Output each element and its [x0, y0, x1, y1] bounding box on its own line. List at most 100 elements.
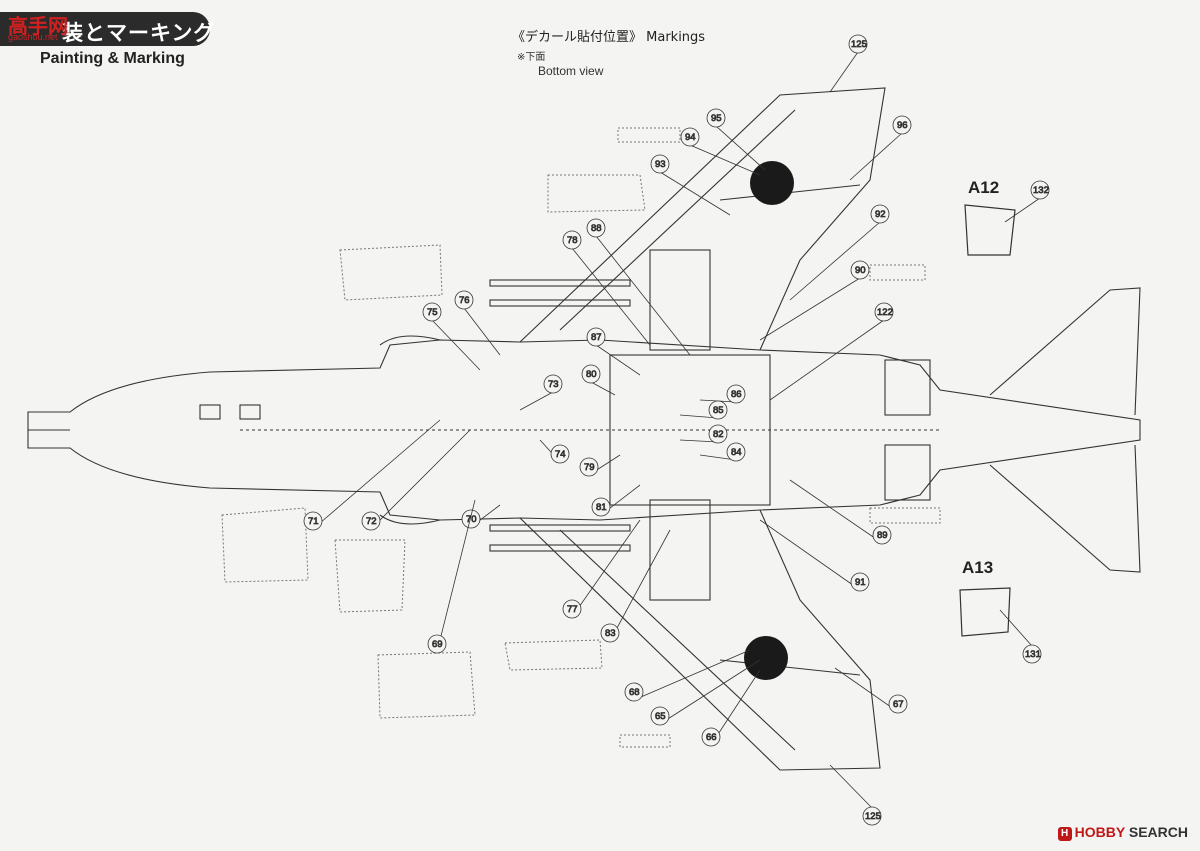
callout-79: 79: [579, 454, 621, 477]
markings-title: 《デカール貼付位置》 Markings: [512, 30, 706, 45]
decal-sheet: [221, 507, 309, 583]
callout-number: 83: [605, 628, 616, 639]
callout-96: 96: [849, 115, 912, 181]
callout-132: 132: [1004, 180, 1050, 223]
lower-wing-outline: [519, 509, 881, 771]
decal-sheet: [377, 651, 476, 719]
callout-number: 73: [548, 379, 559, 390]
callout-number: 92: [875, 209, 886, 220]
callout-number: 82: [713, 429, 724, 440]
header-title-jp: 装とマーキング: [62, 21, 216, 45]
callout-number: 68: [629, 687, 640, 698]
callout-number: 79: [584, 462, 595, 473]
callout-69: 69: [427, 499, 476, 654]
callout-number: 80: [586, 369, 597, 380]
callout-82: 82: [679, 424, 728, 444]
brand-red-text: HOBBY: [1074, 824, 1125, 840]
callout-number: 122: [877, 307, 893, 318]
callout-number: 81: [596, 502, 607, 513]
callout-number: 70: [466, 514, 477, 525]
callout-85: 85: [679, 400, 728, 420]
callout-number: 88: [591, 223, 602, 234]
callout-number: 65: [655, 711, 666, 722]
part-label-a12: A12: [968, 178, 1000, 197]
decal-sheet: [869, 507, 941, 524]
lower-tailplane: [989, 444, 1141, 573]
callout-83: 83: [600, 529, 671, 643]
callout-88: 88: [586, 218, 691, 356]
missile-lower: [489, 544, 631, 552]
callout-70: 70: [461, 504, 501, 529]
callout-number: 89: [877, 530, 888, 541]
callout-number: 87: [591, 332, 602, 343]
callout-125-top: 125: [829, 34, 868, 93]
part-a12-shape: [964, 204, 1016, 256]
callout-76: 76: [454, 290, 501, 356]
callout-number: 125: [851, 39, 867, 50]
callout-71: 71: [303, 419, 441, 531]
roundel-lower: [744, 636, 788, 680]
callout-number: 69: [432, 639, 443, 650]
callout-131: 131: [999, 609, 1042, 664]
callout-number: 76: [459, 295, 470, 306]
upper-wing-outline: [519, 87, 886, 351]
part-label-a13: A13: [962, 558, 994, 577]
callout-72: 72: [361, 429, 471, 531]
callout-number: 74: [555, 449, 566, 460]
callout-91: 91: [759, 519, 870, 592]
callout-73: 73: [519, 374, 563, 411]
missile-upper: [489, 299, 631, 307]
callout-number: 94: [685, 132, 696, 143]
callout-67: 67: [834, 667, 908, 714]
missile-upper: [489, 279, 631, 287]
engine-nozzle: [884, 444, 931, 501]
view-label: Bottom view: [538, 64, 604, 78]
cockpit-window: [239, 404, 261, 420]
callout-74: 74: [539, 439, 570, 464]
callout-number: 90: [855, 265, 866, 276]
aircraft-outline: [27, 87, 1141, 771]
site-logo: 高手网 gaoshou.net: [2, 4, 78, 42]
callout-number: 78: [567, 235, 578, 246]
decal-sheet: [547, 174, 646, 213]
callout-number: 84: [731, 447, 742, 458]
callout-66: 66: [701, 669, 761, 747]
intake-lower: [379, 514, 441, 525]
header-tab: [0, 12, 210, 46]
callout-86: 86: [699, 384, 746, 404]
decal-sheet: [617, 127, 681, 143]
decal-sheet: [869, 264, 926, 281]
callout-number: 66: [706, 732, 717, 743]
upper-wing-spar: [559, 109, 796, 331]
callout-89: 89: [789, 479, 892, 545]
callout-number: 71: [308, 516, 319, 527]
callout-93: 93: [650, 154, 731, 216]
decal-sheets: [221, 127, 941, 748]
roundel-upper: [750, 161, 794, 205]
decal-sheet: [339, 244, 443, 301]
callout-number: 75: [427, 307, 438, 318]
decal-sheet: [504, 639, 603, 671]
callout-84: 84: [699, 442, 746, 462]
callout-number: 95: [711, 113, 722, 124]
fuselage-outline: [27, 339, 1141, 521]
view-note: ※下面: [517, 52, 546, 63]
callout-92: 92: [789, 204, 890, 301]
callout-number: 86: [731, 389, 742, 400]
callout-80: 80: [581, 364, 616, 396]
gear-bay-lower: [649, 499, 711, 601]
callouts: 125 94 95 96 93 92 88 78 90 122 76 75 87…: [303, 34, 1050, 826]
engine-nozzle: [884, 359, 931, 416]
cockpit-window: [199, 404, 221, 420]
decal-sheet: [334, 539, 406, 613]
callout-number: 132: [1033, 185, 1049, 196]
callout-number: 96: [897, 120, 908, 131]
callout-number: 72: [366, 516, 377, 527]
part-a13-shape: [959, 587, 1011, 637]
brand-text: SEARCH: [1124, 824, 1188, 840]
callout-90: 90: [759, 260, 870, 341]
callout-122: 122: [769, 302, 894, 401]
callout-number: 85: [713, 405, 724, 416]
